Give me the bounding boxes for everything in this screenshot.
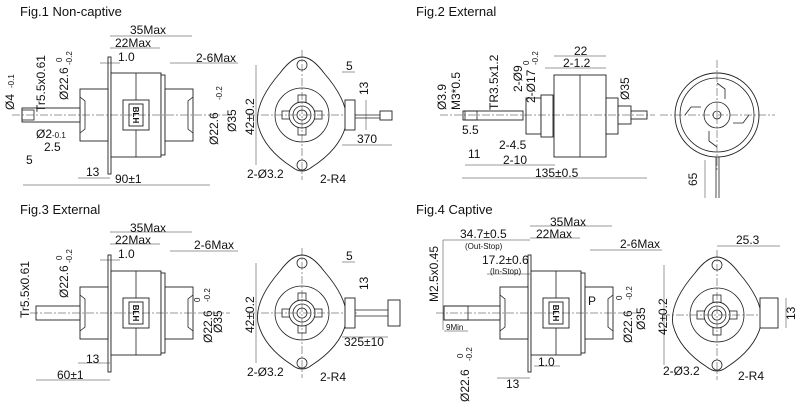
- dim-22max: 22Max: [115, 36, 151, 50]
- dim-25-3: 25.3: [736, 233, 760, 247]
- dim-wire-13: 13: [357, 81, 371, 95]
- fig4: Fig.4 Captive BLH 34.7±0.5 (Out-Stop) 17…: [416, 202, 798, 402]
- fig3-front-view: [246, 247, 358, 379]
- dim-dia-22-6: Ø22.6: [57, 67, 71, 100]
- dim-dia-4: Ø4: [3, 94, 17, 110]
- dim-1-0: 1.0: [538, 355, 555, 369]
- dim-35max: 35Max: [550, 215, 586, 229]
- dim-thread: Tr5.5x0.61: [18, 261, 32, 318]
- dim-r4: 2-R4: [738, 369, 764, 383]
- dim-2-6max: 2-6Max: [620, 237, 660, 251]
- label-p: P: [588, 294, 596, 308]
- dim-34-7: 34.7±0.5: [460, 227, 507, 241]
- dim-5-5: 5.5: [462, 123, 479, 137]
- dim-holes: 2-Ø3.2: [247, 167, 284, 181]
- dim-2-4-5: 2-4.5: [499, 138, 527, 152]
- tol: -0.2: [203, 288, 212, 302]
- dim-11: 11: [468, 147, 481, 161]
- fig2-title: Fig.2 External: [416, 4, 496, 19]
- dim-m2-5: M2.5x0.45: [427, 246, 441, 302]
- dim-2-10: 2-10: [503, 153, 527, 167]
- tol: 0: [456, 353, 465, 358]
- dim-dia-35: Ø35: [225, 109, 239, 132]
- fig2-front-view: [660, 60, 775, 198]
- tol: -0.2: [65, 249, 74, 263]
- tol: 0: [193, 297, 202, 302]
- tol: -0.1: [52, 131, 66, 140]
- dim-wire-5: 5: [346, 59, 353, 73]
- dim-13-right: 13: [784, 306, 798, 320]
- dim-dia-2: Ø2: [36, 127, 52, 141]
- dim-dia-3-9: Ø3.9: [435, 84, 449, 110]
- fig4-front-view: [661, 249, 779, 381]
- dim-135: 135±0.5: [535, 166, 579, 180]
- dim-dia-22-6-right: Ø22.6: [207, 112, 221, 145]
- dim-dia-22-6: Ø22.6: [458, 369, 472, 402]
- connector: [387, 299, 401, 327]
- dim-17-2: 17.2±0.6: [482, 253, 529, 267]
- dim-holes: 2-Ø3.2: [247, 365, 284, 379]
- fig3-title: Fig.3 External: [20, 202, 100, 217]
- dim-60: 60±1: [57, 368, 84, 382]
- label-out-stop: (Out-Stop): [465, 242, 503, 251]
- dim-90: 90±1: [115, 172, 142, 186]
- dim-35max: 35Max: [130, 23, 166, 37]
- dim-tr: TR3.5x1.2: [487, 54, 501, 110]
- dim-325: 325±10: [344, 335, 384, 349]
- dim-22: 22: [574, 44, 588, 58]
- tol: 0: [615, 295, 624, 300]
- dim-dia-22-6: Ø22.6: [57, 265, 71, 298]
- dim-13: 13: [506, 377, 520, 391]
- fig1: Fig.1 Non-captive BLH 35Max 22Max 1.0 2-…: [3, 4, 393, 186]
- dim-r4: 2-R4: [320, 172, 346, 186]
- dim-65: 65: [686, 172, 700, 186]
- dim-dia-35: Ø35: [211, 310, 225, 333]
- dim-13: 13: [86, 352, 100, 366]
- dim-dia-22-6-right: Ø22.6: [201, 310, 215, 343]
- dim-1-0: 1.0: [118, 247, 135, 261]
- fig2: Fig.2 External Ø3.9 M3*0.5 TR3.5x1.2: [416, 4, 775, 198]
- dim-42: 42±0.2: [656, 298, 670, 335]
- tol: -0.1: [7, 74, 16, 88]
- dim-9min: 9Min: [446, 323, 463, 332]
- label-in-stop: (In-Stop): [490, 267, 521, 276]
- dim-42: 42±0.2: [243, 98, 257, 135]
- dim-2-6max: 2-6Max: [196, 51, 236, 65]
- dim-holes: 2-Ø3.2: [663, 364, 700, 378]
- dim-22max: 22Max: [115, 233, 151, 247]
- tol: -0.2: [625, 286, 634, 300]
- tol: 0: [55, 57, 64, 62]
- dim-dia-9: 2-Ø9: [511, 65, 525, 92]
- tol: -0.2: [215, 86, 224, 100]
- dim-m3: M3*0.5: [449, 72, 463, 110]
- dim-42: 42±0.2: [243, 296, 257, 333]
- dim-2-5: 2.5: [44, 140, 61, 154]
- fig3: Fig.3 External BLH 35Max 22Max 1.0 2-6Ma…: [18, 202, 401, 384]
- dim-dia-22-6-right: Ø22.6: [621, 310, 635, 343]
- tol: 0: [55, 255, 64, 260]
- dim-370: 370: [357, 132, 377, 146]
- dim-1-0: 1.0: [118, 50, 135, 64]
- dim-thread: Tr5.5x0.61: [34, 55, 48, 112]
- dim-wire-5: 5: [346, 249, 353, 263]
- fig4-title: Fig.4 Captive: [416, 202, 493, 217]
- dim-dia-35: Ø35: [618, 77, 632, 100]
- dim-dia-35: Ø35: [634, 307, 648, 330]
- dim-wire-13: 13: [357, 276, 371, 290]
- dim-35max: 35Max: [130, 221, 166, 235]
- fig1-title: Fig.1 Non-captive: [20, 4, 122, 19]
- fig1-front-view: [246, 49, 358, 181]
- dim-13: 13: [86, 165, 100, 179]
- dim-22max: 22Max: [536, 227, 572, 241]
- dim-r4: 2-R4: [320, 370, 346, 384]
- dim-2-6max: 2-6Max: [194, 238, 234, 252]
- dim-5: 5: [26, 153, 33, 167]
- dim-2-1-2: 2-1.2: [563, 56, 591, 70]
- tol: 0: [522, 60, 531, 65]
- tol: -0.2: [465, 347, 474, 361]
- tol: -0.2: [65, 51, 74, 65]
- tol: -0.2: [531, 51, 540, 65]
- dim-dia-17: 2-Ø17: [524, 69, 538, 103]
